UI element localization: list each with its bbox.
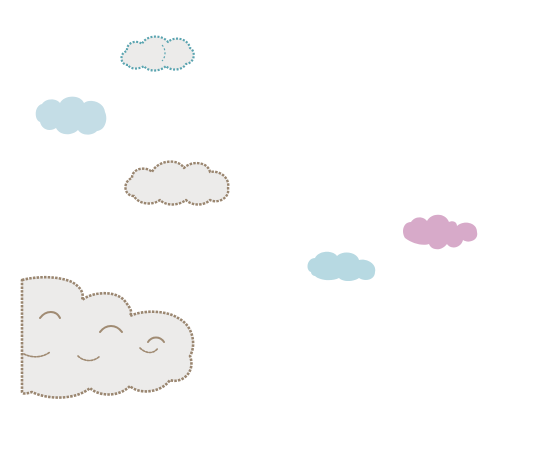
grey-outline-cloud-icon — [124, 160, 230, 206]
light-blue-cloud-right-icon — [307, 251, 376, 281]
light-blue-cloud-left-icon — [35, 96, 107, 135]
pink-cloud-icon — [403, 214, 478, 250]
big-smiling-cloud-icon — [20, 275, 195, 399]
teal-outline-cloud-icon — [120, 35, 195, 72]
